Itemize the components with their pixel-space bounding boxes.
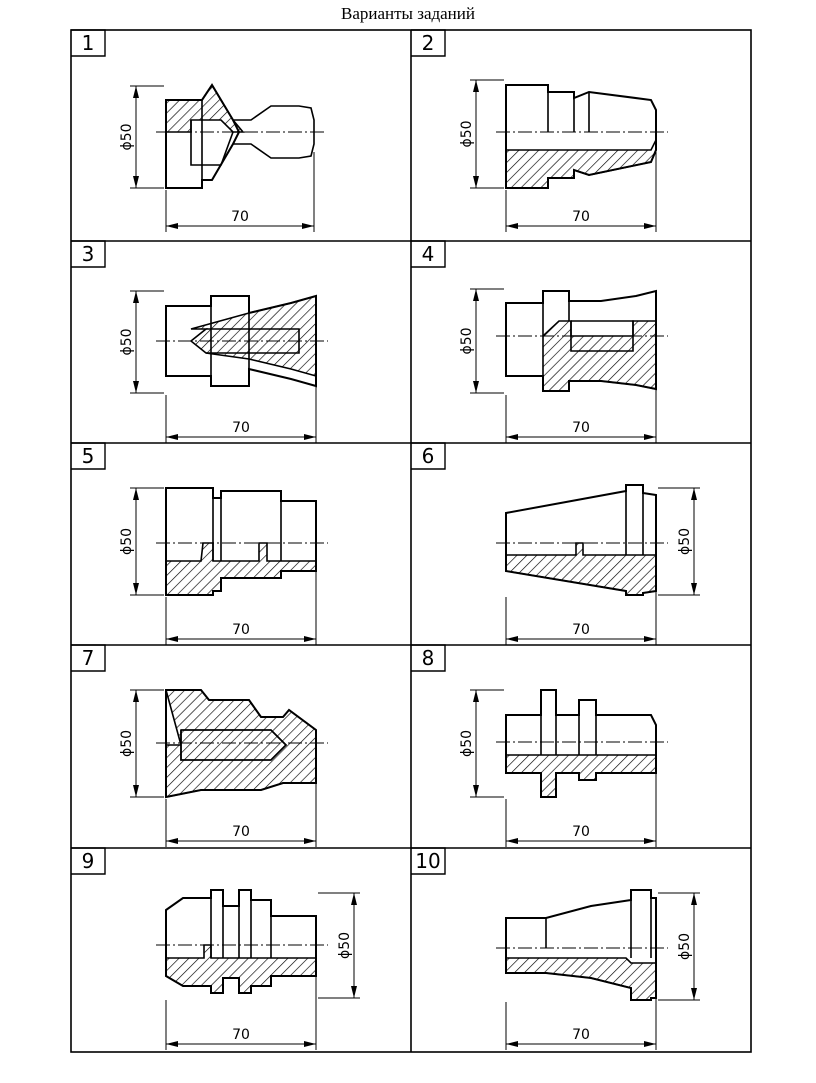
variant-number: 7 (82, 646, 95, 670)
diameter-label: ϕ50 (337, 932, 353, 959)
variant-number: 4 (422, 242, 435, 266)
variant-cell-5: 5 ϕ50 70 (71, 442, 328, 645)
length-label: 70 (232, 420, 250, 436)
part-drawing (505, 84, 657, 189)
length-label: 70 (231, 209, 249, 225)
diameter-label: ϕ50 (459, 730, 475, 757)
variant-cell-2: 2 ϕ50 70 (411, 29, 668, 232)
diameter-label: ϕ50 (677, 528, 693, 555)
part-drawing (165, 889, 317, 994)
variant-cell-3: 3 ϕ50 70 (71, 240, 328, 443)
variant-cell-6: 6 ϕ50 70 (411, 442, 700, 645)
variant-cell-8: 8 ϕ50 70 (411, 644, 668, 847)
length-label: 70 (572, 209, 590, 225)
part-drawing (505, 889, 657, 1001)
length-label: 70 (232, 824, 250, 840)
part-drawing (165, 83, 315, 189)
diameter-label: ϕ50 (119, 123, 135, 150)
variant-number: 6 (422, 444, 435, 468)
part-drawing (165, 487, 317, 596)
page-title: Варианты заданий (341, 4, 475, 23)
part-drawing (505, 484, 657, 596)
part-drawing (505, 289, 657, 392)
part-drawing (505, 689, 657, 798)
diameter-label: ϕ50 (119, 528, 135, 555)
diameter-label: ϕ50 (119, 328, 135, 355)
diameter-label: ϕ50 (459, 120, 475, 147)
variant-number: 2 (422, 31, 435, 55)
variant-cell-10: 10 ϕ50 70 (411, 847, 700, 1050)
variant-number: 10 (415, 849, 440, 873)
variant-number: 3 (82, 242, 95, 266)
diameter-label: ϕ50 (677, 933, 693, 960)
variant-cell-9: 9 ϕ50 70 (71, 847, 360, 1050)
diameter-label: ϕ50 (459, 327, 475, 354)
length-label: 70 (572, 420, 590, 436)
length-label: 70 (232, 622, 250, 638)
diameter-label: ϕ50 (119, 730, 135, 757)
variant-number: 1 (82, 31, 95, 55)
variant-cell-7: 7 ϕ50 70 (71, 644, 328, 847)
length-label: 70 (572, 622, 590, 638)
variant-number: 5 (82, 444, 95, 468)
length-label: 70 (232, 1027, 250, 1043)
variant-number: 9 (82, 849, 95, 873)
variant-cell-4: 4 ϕ50 70 (411, 240, 668, 443)
variant-number: 8 (422, 646, 435, 670)
length-label: 70 (572, 1027, 590, 1043)
variant-cell-1: 1 ϕ50 70 (71, 29, 326, 232)
length-label: 70 (572, 824, 590, 840)
